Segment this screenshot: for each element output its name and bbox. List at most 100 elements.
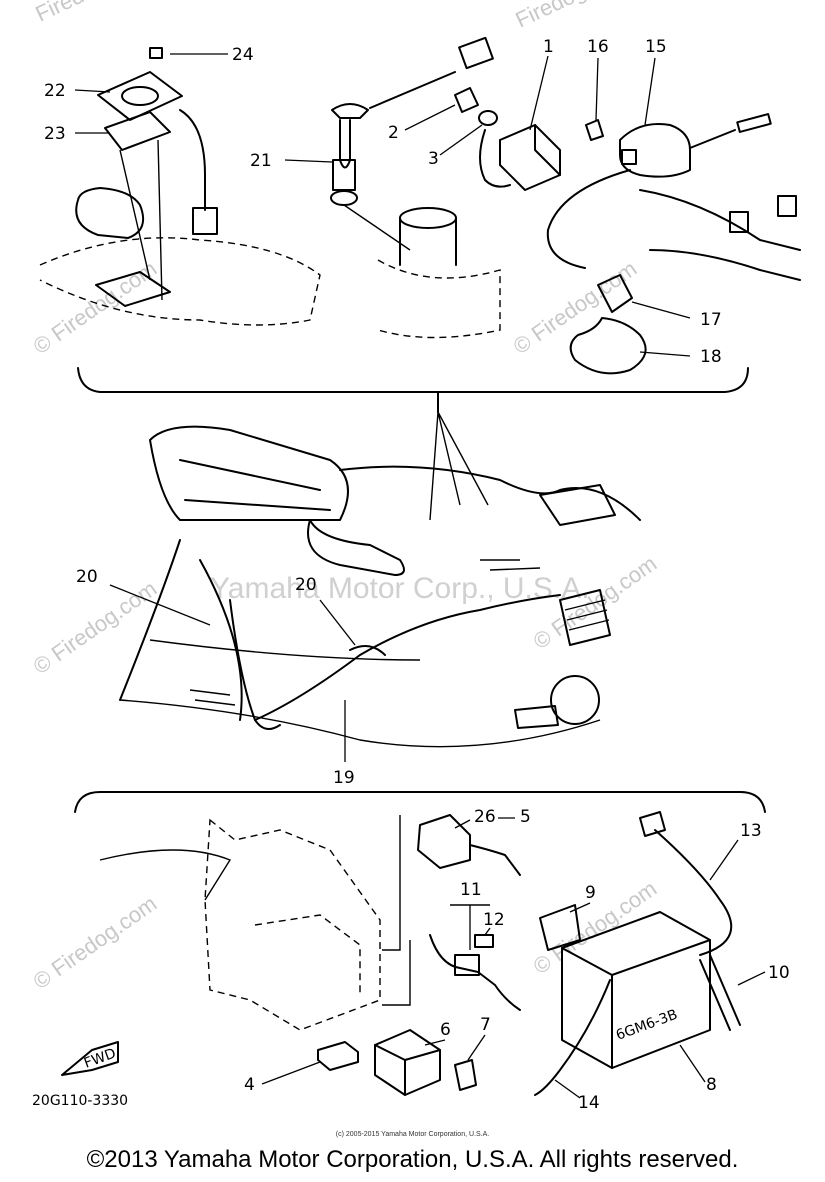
watermark: © Firedog.com xyxy=(509,256,642,359)
body-line xyxy=(149,639,421,661)
gauge-sleeve xyxy=(332,159,356,191)
small-copyright: (c) 2005-2015 Yamaha Motor Corporation, … xyxy=(335,1131,490,1138)
bottom-section: 6GM6-3B FWD 20G110-3330 xyxy=(32,791,766,1109)
regulator-fins xyxy=(564,599,610,631)
connector-4 xyxy=(317,1041,359,1071)
callout-21: 21 xyxy=(250,151,272,171)
middle-callouts: 20 20 19 xyxy=(76,567,356,788)
cdi-unit xyxy=(499,124,561,191)
coil-mount xyxy=(621,149,637,165)
harness-main xyxy=(229,599,281,730)
watermark: © Firedog.com xyxy=(29,891,162,994)
watermark: © Firedog.com xyxy=(29,256,162,359)
sender-connector xyxy=(192,207,218,235)
float xyxy=(75,187,144,239)
watermark: Firedog.com xyxy=(32,0,153,27)
gauge-connector xyxy=(458,36,494,70)
gauge-nut xyxy=(330,190,358,206)
relay-wire xyxy=(469,844,521,876)
bolt-2 xyxy=(454,87,479,113)
tank-mount xyxy=(95,271,171,307)
lower-wires xyxy=(189,689,236,706)
floorboard xyxy=(119,699,601,748)
callout-9: 9 xyxy=(585,883,596,903)
seat-line xyxy=(339,465,641,521)
callout-3: 3 xyxy=(428,149,439,169)
gauge-wire xyxy=(369,71,456,109)
tank-body xyxy=(377,259,501,339)
battery-model-label: 6GM6-3B xyxy=(614,1007,680,1044)
handlebar-grip xyxy=(307,519,405,576)
gauge-cap xyxy=(331,103,369,119)
regulator xyxy=(559,589,611,646)
flasher-relay xyxy=(374,1029,441,1096)
callout-8: 8 xyxy=(706,1075,717,1095)
fuel-tank-outline xyxy=(39,237,321,326)
cdi-wire xyxy=(479,129,511,188)
switch-7 xyxy=(454,1059,477,1091)
filler-neck xyxy=(399,207,457,229)
callout-11: 11 xyxy=(460,880,482,900)
cdi-edges xyxy=(499,124,561,176)
section-bracket-bottom xyxy=(74,791,766,813)
fwd-arrow xyxy=(61,1041,119,1076)
hi-tension-lead xyxy=(546,169,631,269)
flasher-edges xyxy=(374,1044,441,1096)
plug-cap xyxy=(597,274,633,313)
mount-bracket xyxy=(382,815,411,1006)
callout-17: 17 xyxy=(700,310,722,330)
callout-20a: 20 xyxy=(76,567,98,587)
coil-terminal xyxy=(736,113,772,133)
plug-cover xyxy=(569,317,647,375)
callout-6: 6 xyxy=(440,1020,451,1040)
callout-15: 15 xyxy=(645,37,667,57)
breather-10 xyxy=(699,954,741,1031)
grommet xyxy=(349,645,386,656)
frame-clip-a xyxy=(729,211,749,233)
handlebar-lines xyxy=(179,459,331,511)
bolt-16 xyxy=(585,119,604,141)
frame-edge xyxy=(99,849,232,901)
terminal-cap-13 xyxy=(639,811,666,837)
rear-fitting xyxy=(514,705,559,729)
callout-20b: 20 xyxy=(295,575,317,595)
callout-4: 4 xyxy=(244,1075,255,1095)
top-section xyxy=(39,36,801,413)
diagram-code: 20G110-3330 xyxy=(32,1093,128,1109)
callout-16: 16 xyxy=(587,37,609,57)
lead-14 xyxy=(534,979,611,1096)
filler-walls xyxy=(399,217,457,266)
rear-wheel-cover xyxy=(550,675,600,725)
front-panel xyxy=(199,559,243,721)
callout-26: 26 xyxy=(474,807,496,827)
box-inner xyxy=(254,914,361,995)
callout-10: 10 xyxy=(768,963,790,983)
watermark-yamaha: Yamaha Motor Corp., U.S.A. xyxy=(210,572,590,605)
sender-plate xyxy=(97,71,183,121)
callout-22: 22 xyxy=(44,81,66,101)
middle-section xyxy=(119,411,641,748)
callout-12: 12 xyxy=(483,910,505,930)
section-bracket xyxy=(77,367,749,393)
battery-edges xyxy=(561,939,711,1069)
relay-5 xyxy=(417,814,471,869)
callout-24: 24 xyxy=(232,45,254,65)
rear-rack xyxy=(539,484,616,526)
bottom-callouts: 26 5 11 12 6 7 4 9 13 10 8 14 xyxy=(244,807,790,1113)
sender-cap xyxy=(121,86,159,106)
watermark: © Firedog.com xyxy=(29,576,162,679)
sender-gasket xyxy=(104,111,171,151)
battery-cover-9 xyxy=(539,904,581,951)
callout-13: 13 xyxy=(740,821,762,841)
callout-19: 19 xyxy=(333,768,355,788)
callout-14: 14 xyxy=(578,1093,600,1113)
screw-24 xyxy=(149,47,163,59)
top-callouts: 24 22 23 21 2 3 1 16 15 17 18 xyxy=(44,37,722,367)
frame-tube xyxy=(639,189,801,251)
handlebar-cover xyxy=(149,425,349,521)
battery-8 xyxy=(561,911,711,1069)
cable-13 xyxy=(654,829,733,956)
battery-box-outline xyxy=(204,818,381,1031)
frame-lower xyxy=(649,249,801,281)
